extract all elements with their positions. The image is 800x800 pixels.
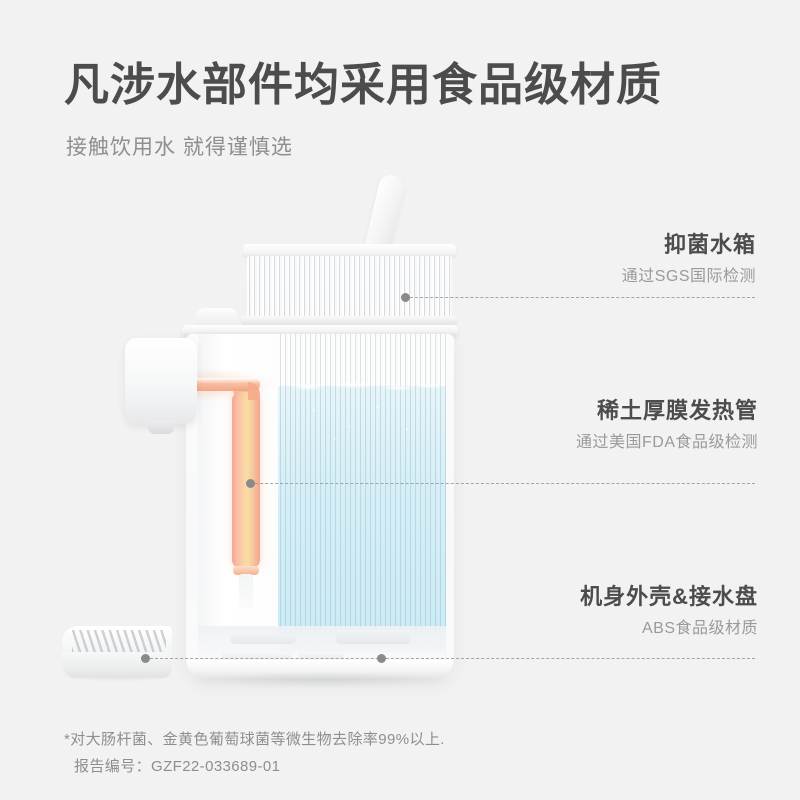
- water-surface-foam: [278, 378, 446, 396]
- callout-subtitle: 通过美国FDA食品级检测: [575, 434, 758, 451]
- callout-title: 抑菌水箱: [663, 232, 756, 257]
- callout-water-tank: 抑菌水箱 通过SGS国际检测: [622, 230, 756, 290]
- water-bubbles: [282, 392, 442, 452]
- spout: [125, 338, 197, 424]
- drip-tray: [62, 626, 172, 678]
- heating-tube-stem: [239, 574, 253, 608]
- marker-dot-water-tank: [401, 293, 410, 302]
- page-subheadline: 接触饮用水 就得谨慎选: [66, 136, 293, 159]
- water-rib-overlay: [278, 386, 446, 652]
- heating-tube-cap-top: [233, 386, 259, 395]
- ribbed-glass-panel: [278, 334, 446, 652]
- water-tank-base: [241, 316, 458, 325]
- main-body: [186, 334, 454, 680]
- marker-dot-drip-tray: [141, 654, 150, 663]
- drip-tray-slots: [72, 630, 166, 654]
- page-headline: 凡涉水部件均采用食品级材质: [64, 59, 663, 110]
- callout-title: 稀土厚膜发热管: [596, 398, 758, 423]
- water-tank: [241, 244, 458, 325]
- pipe-heat-glow: [140, 368, 275, 402]
- marker-dot-heating-tube: [246, 479, 255, 488]
- leader-line-heating-tube: [250, 483, 755, 484]
- water-tank-ribbed-body: [247, 256, 452, 319]
- inner-wall: [198, 334, 278, 652]
- pipe-elbow: [236, 382, 260, 400]
- drip-tray-shadow: [58, 670, 178, 682]
- drip-tray-grille: [62, 626, 172, 658]
- leader-line-housing: [145, 658, 755, 659]
- drip-tray-front: [62, 652, 172, 678]
- internal-components: [198, 626, 446, 666]
- callout-subtitle: ABS食品级材质: [641, 620, 758, 637]
- main-body-shadow: [188, 672, 454, 688]
- water-tank-handle: [352, 172, 407, 305]
- internal-block-a: [336, 630, 410, 644]
- callout-subtitle: 通过SGS国际检测: [621, 268, 756, 285]
- spout-nozzle: [148, 420, 174, 434]
- body-knob: [196, 308, 238, 330]
- main-body-top-plate: [182, 325, 458, 337]
- heating-tube-cap-bottom: [233, 566, 259, 575]
- internal-block-b: [230, 634, 296, 644]
- callout-title: 机身外壳&接水盘: [580, 584, 758, 609]
- water-pipe: [150, 378, 260, 391]
- marker-dot-housing: [377, 654, 386, 663]
- water-volume: [278, 386, 446, 652]
- main-body-base-lip: [186, 660, 454, 680]
- footnote: *对大肠杆菌、金黄色葡萄球菌等微生物去除率99%以上. 报告编号：GZF22-0…: [64, 726, 445, 780]
- water-tank-rim: [243, 244, 456, 257]
- leader-line-water-tank: [405, 297, 755, 298]
- callout-heating-tube: 稀土厚膜发热管 通过美国FDA食品级检测: [576, 396, 758, 456]
- footnote-line-2: 报告编号：GZF22-033689-01: [74, 758, 281, 775]
- footnote-line-1: *对大肠杆菌、金黄色葡萄球菌等微生物去除率99%以上.: [64, 731, 445, 748]
- callout-housing: 机身外壳&接水盘 ABS食品级材质: [580, 582, 758, 642]
